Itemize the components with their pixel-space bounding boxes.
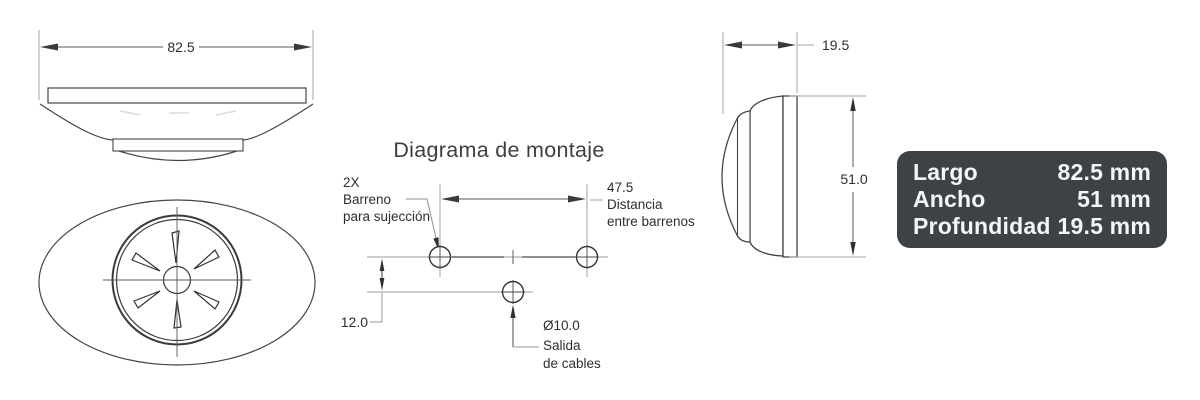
distance-callout-line3: entre barrenos bbox=[607, 214, 695, 229]
cable-callout-line1: Ø10.0 bbox=[543, 318, 580, 333]
distance-callout-line1: 47.5 bbox=[607, 180, 633, 195]
front-view bbox=[38, 199, 316, 366]
cable-callout-line3: de cables bbox=[543, 356, 601, 371]
top-view-width-dim: 82.5 bbox=[167, 39, 194, 55]
depth-dim-label: 19.5 bbox=[822, 37, 849, 53]
arrowhead-left-icon bbox=[40, 43, 58, 51]
spec-value: 82.5 mm bbox=[1057, 159, 1151, 185]
spec-value: 51 mm bbox=[1077, 186, 1151, 212]
mounting-diagram-title: Diagrama de montaje bbox=[393, 138, 604, 162]
hole-callout-line1: 2X bbox=[343, 175, 360, 190]
spec-label: Ancho bbox=[913, 186, 986, 212]
cable-callout-line2: Salida bbox=[543, 338, 581, 353]
spec-panel: Largo 82.5 mm Ancho 51 mm Profundidad 19… bbox=[897, 151, 1167, 248]
top-view-outline bbox=[39, 87, 314, 162]
arrowhead-right-icon bbox=[294, 43, 312, 51]
cable-hole bbox=[501, 280, 525, 304]
front-view-bezel bbox=[38, 199, 316, 366]
spec-label: Largo bbox=[913, 159, 978, 185]
height-dim-label: 51.0 bbox=[840, 171, 867, 187]
spec-row-profundidad: Profundidad 19.5 mm bbox=[913, 213, 1151, 240]
side-view-outline bbox=[721, 95, 798, 258]
side-view: 19.5 51.0 bbox=[721, 32, 868, 258]
front-view-centerlines bbox=[103, 207, 251, 357]
offset-dim-label: 12.0 bbox=[341, 314, 368, 330]
distance-callout-line2: Distancia bbox=[607, 197, 663, 212]
hole-callout-line2: Barreno bbox=[343, 192, 391, 207]
hole-callout-line3: para sujección bbox=[343, 209, 430, 224]
spec-value: 19.5 mm bbox=[1057, 213, 1151, 239]
spec-label: Profundidad bbox=[913, 213, 1051, 239]
spec-row-largo: Largo 82.5 mm bbox=[913, 159, 1151, 186]
mounting-diagram: Diagrama de montaje 2X Barreno para suje… bbox=[341, 138, 695, 371]
mounting-holes bbox=[428, 245, 599, 269]
top-view: 82.5 bbox=[38, 30, 314, 162]
spec-row-ancho: Ancho 51 mm bbox=[913, 186, 1151, 213]
